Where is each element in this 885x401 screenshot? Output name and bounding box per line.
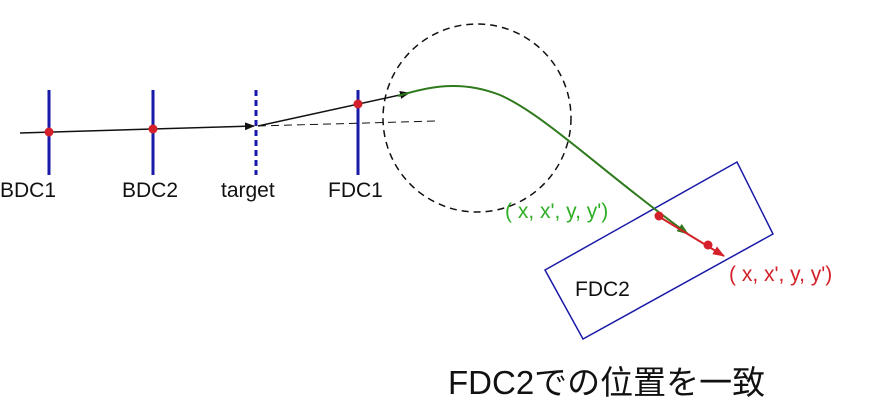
fdc2-hit-1 bbox=[654, 211, 664, 221]
beam-track bbox=[19, 122, 255, 134]
target-label: target bbox=[221, 179, 275, 202]
caption: FDC2での位置を一致 bbox=[448, 364, 765, 401]
magnet-circle bbox=[382, 23, 572, 213]
bdc2-hit bbox=[148, 124, 158, 134]
magnet-track bbox=[397, 84, 689, 235]
red-coordinates-label: ( x, x', y, y') bbox=[729, 263, 832, 286]
bdc2-label: BDC2 bbox=[122, 179, 178, 202]
fdc2-track bbox=[657, 215, 725, 257]
fdc1-hit bbox=[353, 99, 363, 109]
extrapolation-line bbox=[257, 120, 438, 127]
fdc2-box bbox=[543, 160, 774, 341]
bdc1-hit bbox=[44, 127, 54, 137]
green-coordinates-label: ( x, x', y, y') bbox=[505, 200, 608, 223]
fdc1-label: FDC1 bbox=[328, 179, 383, 202]
fdc2-hit-2 bbox=[703, 240, 713, 250]
fdc2-label: FDC2 bbox=[575, 278, 630, 301]
outgoing-track bbox=[257, 91, 410, 127]
bdc1-label: BDC1 bbox=[0, 179, 56, 202]
